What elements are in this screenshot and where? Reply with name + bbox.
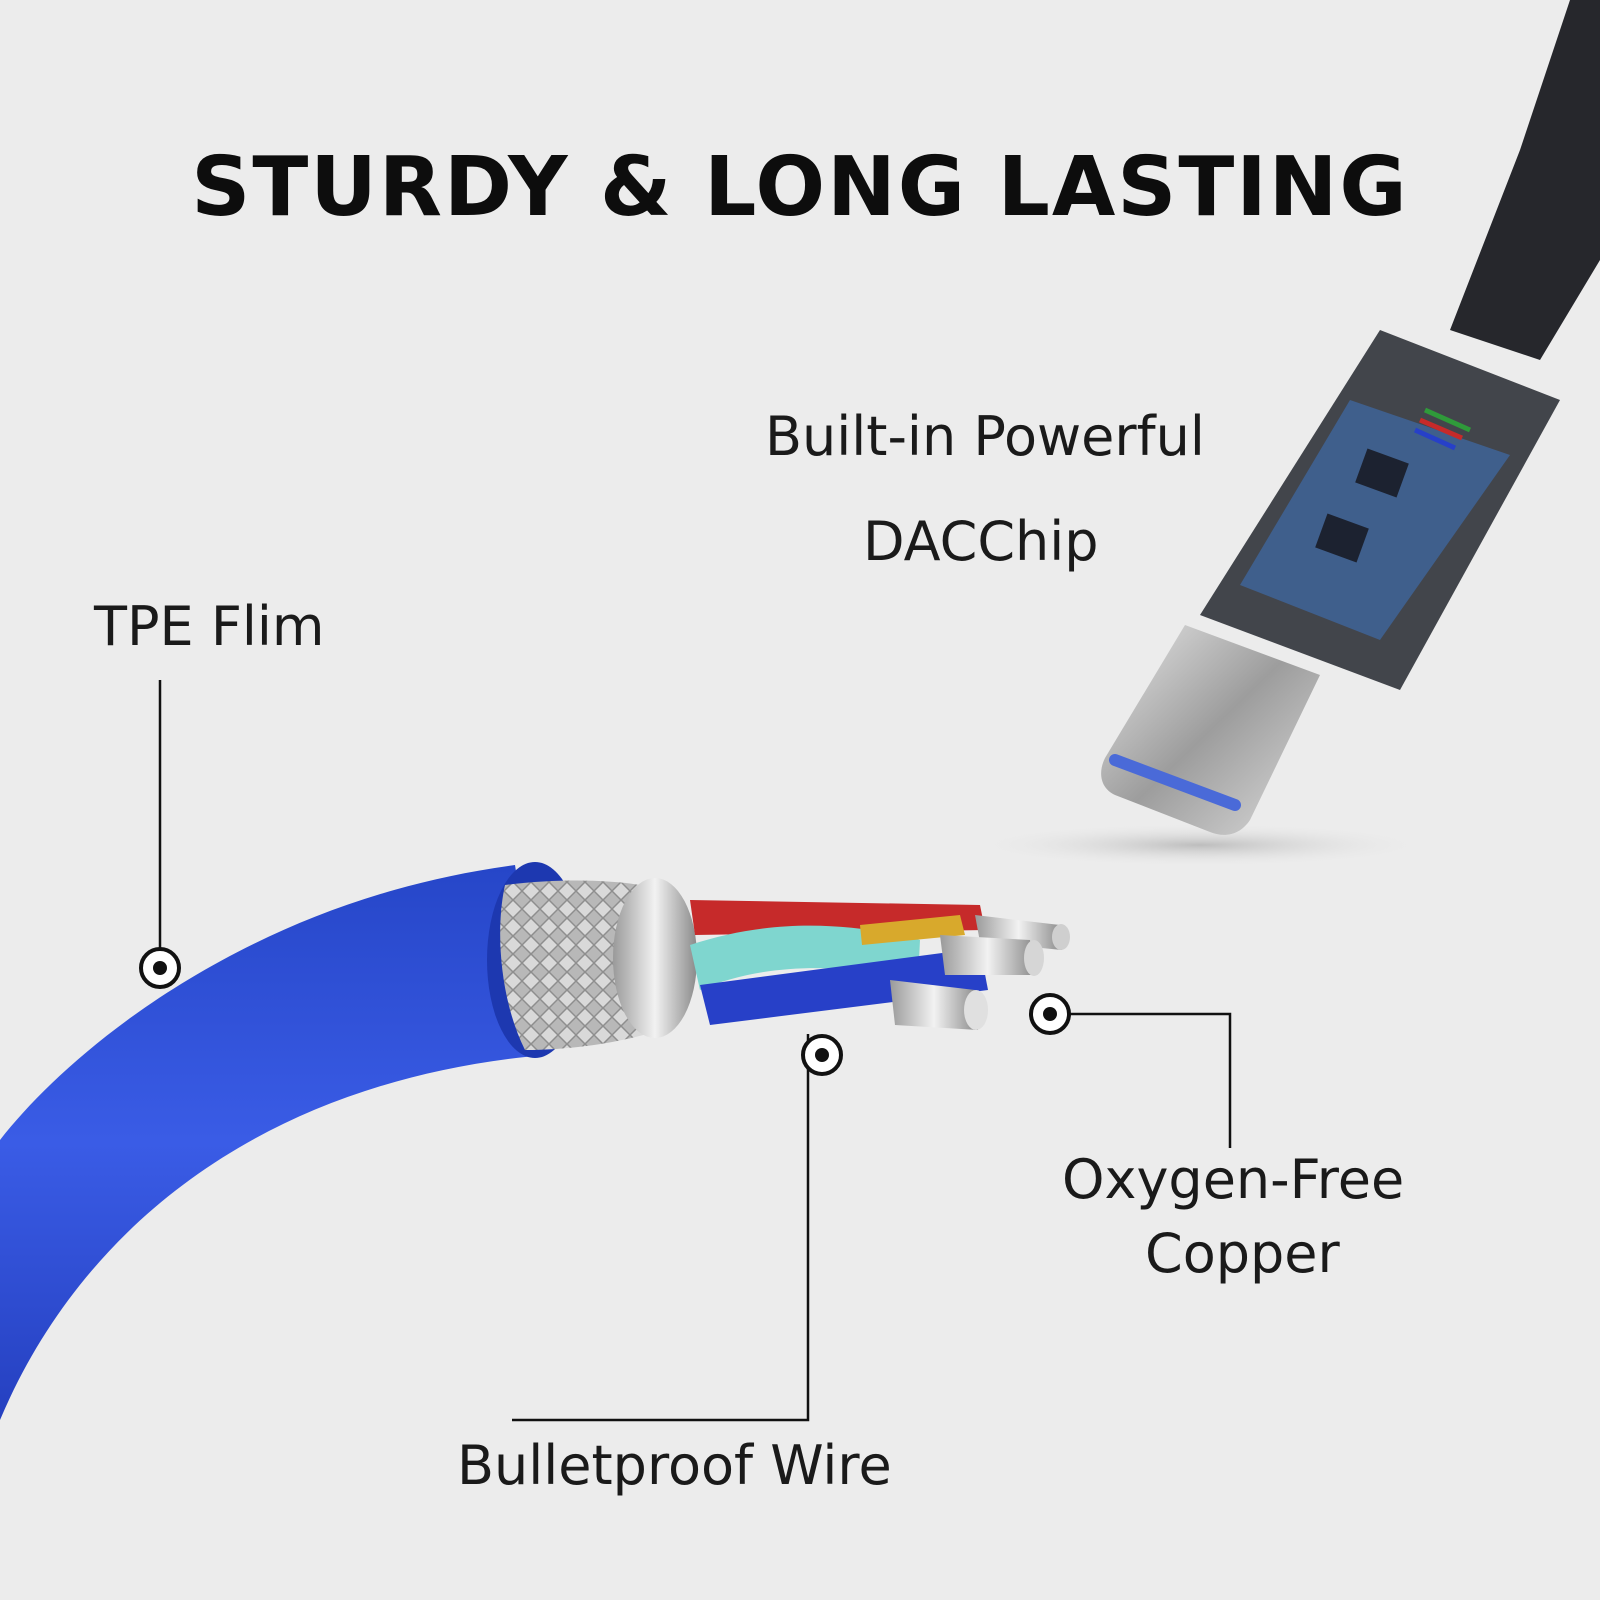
chip-label-line1: Built-in Powerful	[765, 405, 1205, 468]
pcb-board	[1240, 400, 1510, 640]
copper-marker	[1029, 993, 1071, 1035]
usb-c-plug	[1101, 625, 1320, 835]
bulletproof-leader-line	[512, 1034, 810, 1422]
copper-leader-line	[1048, 1012, 1232, 1148]
chip-label-line2: DACChip	[863, 510, 1099, 573]
connector-shadow	[970, 823, 1430, 867]
foil-ring	[613, 878, 697, 1038]
bulletproof-label: Bulletproof Wire	[457, 1434, 892, 1497]
tpe-marker	[139, 947, 181, 989]
tpe-label: TPE Flim	[94, 595, 325, 658]
connector-cable	[1450, 0, 1600, 360]
blue-wire	[700, 948, 988, 1025]
copper-label-line2: Copper	[1145, 1222, 1340, 1285]
copper-label-line1: Oxygen-Free	[1062, 1148, 1405, 1211]
bulletproof-marker	[801, 1034, 843, 1076]
cable-jacket	[0, 865, 545, 1420]
gold-strand	[860, 915, 965, 945]
headline-title: STURDY & LONG LASTING	[191, 140, 1409, 235]
copper-strands	[890, 915, 1070, 1030]
usb-c-tongue	[1109, 754, 1241, 811]
